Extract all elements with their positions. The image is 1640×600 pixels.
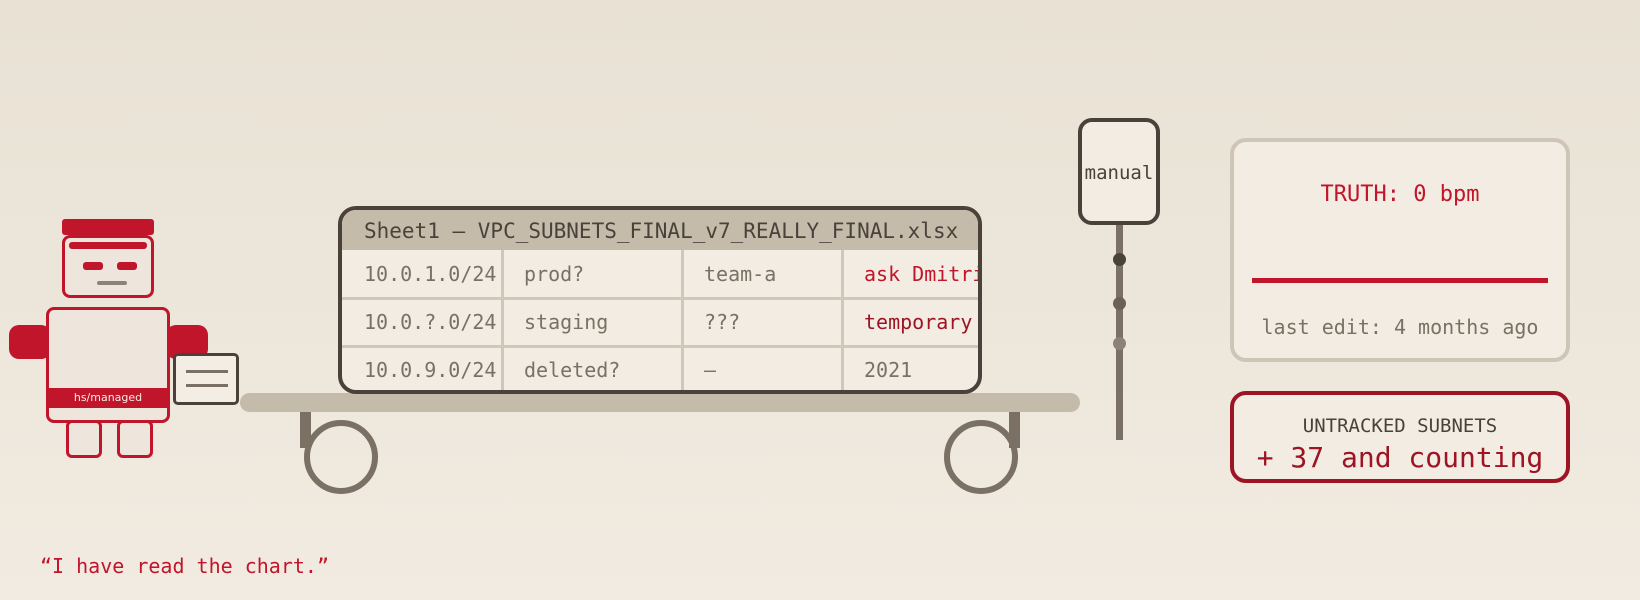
robot-right-eye [117,262,137,270]
flatline [1252,278,1548,283]
untracked-label: UNTRACKED SUBNETS [1302,415,1498,437]
table-row: 10.0.1.0/24 prod? team-a ask Dmitri [342,250,982,298]
pole-dot [1113,253,1126,266]
subnet-note: 2021 [864,358,913,382]
spreadsheet: Sheet1 — VPC_SUBNETS_FINAL_v7_REALLY_FIN… [338,206,982,394]
subnet-cidr: 10.0.1.0/24 [364,262,497,286]
robot-body: hs/managed [46,307,170,423]
robot-belt-label: hs/managed [49,388,167,408]
subnet-cidr: 10.0.?.0/24 [364,310,497,334]
robot-head [62,235,154,298]
robot-hat [62,219,154,235]
truth-title: TRUTH: 0 bpm [1320,182,1480,207]
grid-line [681,250,684,390]
robot-visor [69,242,147,249]
cart-right-post [1009,412,1020,448]
robot-right-leg [117,420,153,458]
subnet-owner: ??? [704,310,741,334]
grid-line [501,250,504,390]
subnet-owner: — [704,358,717,382]
manual-sign: manual [1078,118,1160,225]
last-edit-text: last edit: 4 months ago [1261,315,1539,339]
cart-left-wheel [304,420,378,494]
pole-dot [1113,297,1126,310]
subnet-note: temporary [864,310,973,334]
truth-panel: TRUTH: 0 bpm last edit: 4 months ago [1230,138,1570,362]
clipboard-icon [173,353,239,405]
cart-right-wheel [944,420,1018,494]
table-row: 10.0.?.0/24 staging ??? temporary [342,298,978,346]
subnet-note: ask Dmitri [864,262,982,286]
grid-line [342,297,978,300]
grid-line [342,345,978,348]
robot-left-hand [9,325,51,359]
subnet-cidr: 10.0.9.0/24 [364,358,497,382]
spreadsheet-title: Sheet1 — VPC_SUBNETS_FINAL_v7_REALLY_FIN… [342,210,978,250]
robot-quote: “I have read the chart.” [40,554,329,578]
robot: hs/managed [0,0,250,470]
sign-pole [1116,225,1123,440]
table-row: 10.0.9.0/24 deleted? — 2021 [342,346,978,390]
clipboard-line [186,384,228,387]
untracked-subnets-panel: UNTRACKED SUBNETS + 37 and counting [1230,391,1570,483]
robot-left-eye [83,262,103,270]
subnet-owner: team-a [704,262,777,286]
untracked-count: + 37 and counting [1256,441,1544,474]
robot-mouth [97,281,127,285]
subnet-env: prod? [524,262,585,286]
subnet-env: staging [524,310,609,334]
pole-dot [1113,337,1126,350]
cart-left-post [300,412,311,448]
clipboard-line [186,370,228,373]
grid-line [841,250,844,390]
robot-left-leg [66,420,102,458]
subnet-env: deleted? [524,358,621,382]
cart-shelf [240,393,1080,412]
